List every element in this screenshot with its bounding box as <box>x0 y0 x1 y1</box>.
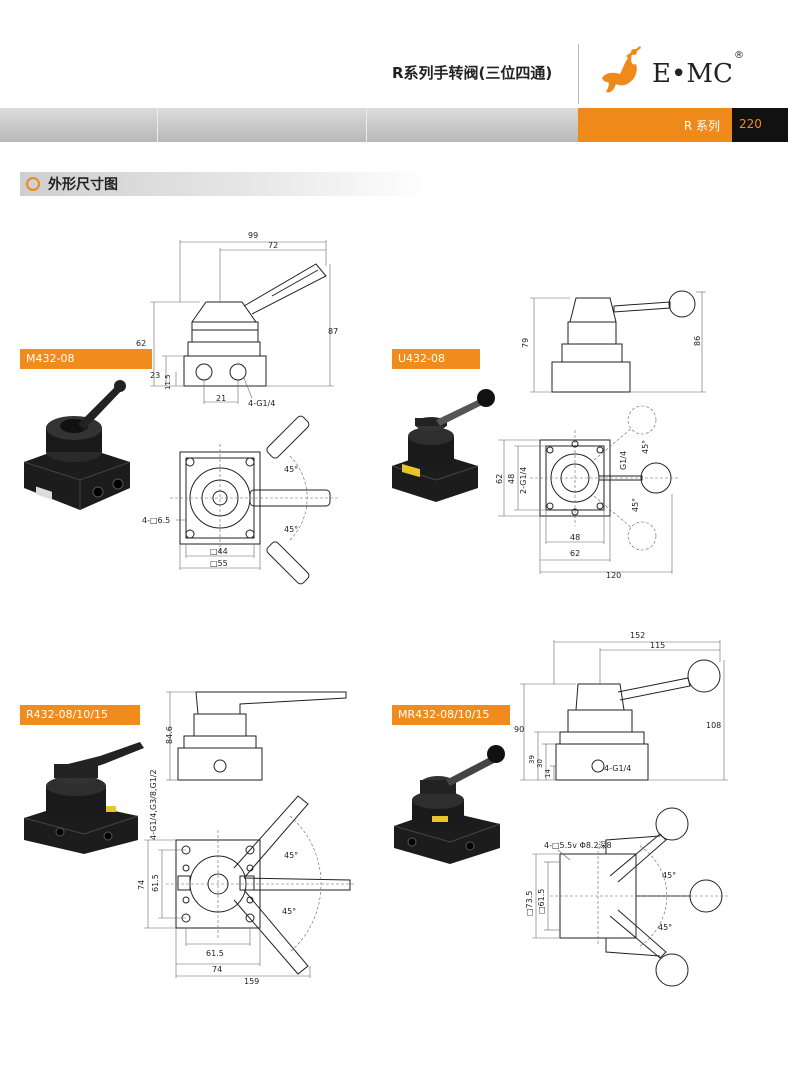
mount-holes: 4-□5.5v Φ8.2深8 <box>544 841 612 850</box>
dim-90: 90 <box>514 725 524 734</box>
series-label: R 系列 <box>683 119 720 133</box>
header-divider <box>578 44 579 104</box>
m432-top-view: 45° 45° 4-□6.5 □44 □55 <box>142 415 340 585</box>
dim-159: 159 <box>244 977 259 986</box>
dim-87: 87 <box>328 327 338 336</box>
angle-upper: 45° <box>284 465 298 474</box>
u432-product-photo <box>391 389 495 502</box>
dim-79: 79 <box>521 338 530 348</box>
model-tag-m432: M432-08 <box>20 349 152 369</box>
port-label: 4-G1/4 <box>248 399 275 408</box>
dim-21: 21 <box>216 394 226 403</box>
brand-name: E•MC <box>652 59 733 89</box>
dim-39: 39 <box>528 755 536 764</box>
band-divider <box>157 108 158 142</box>
section-bar <box>20 172 430 196</box>
mr432-side-view: 152 115 90 108 39 30 14 4-G1/4 <box>514 631 728 781</box>
circle-bullet-icon <box>26 177 40 191</box>
angle-lower: 45° <box>284 525 298 534</box>
dim-48: 48 <box>507 474 516 484</box>
port-g1-4: G1/4 <box>619 451 628 470</box>
page-number: 220 <box>739 117 762 131</box>
dim-sq55: □55 <box>210 559 228 568</box>
u432-side-view: 79 86 <box>521 290 706 393</box>
dim-62: 62 <box>495 474 504 484</box>
dim-74-w: 74 <box>212 965 222 974</box>
port-2-g1-4: 2-G1/4 <box>519 467 528 494</box>
dim-86: 86 <box>693 336 702 346</box>
dim-74-h: 74 <box>137 880 146 890</box>
dim-48-w: 48 <box>570 533 580 542</box>
mr432-top-view: 4-□5.5v Φ8.2深8 □73.5 □61.5 45° 45° <box>525 807 728 987</box>
model-tag-u432: U432-08 <box>392 349 480 369</box>
model-tag-mr432: MR432-08/10/15 <box>392 705 510 725</box>
dim-sq73-5: □73.5 <box>525 891 534 916</box>
dim-120: 120 <box>606 571 621 580</box>
model-tag-r432: R432-08/10/15 <box>20 705 140 725</box>
angle-lower: 45° <box>658 923 672 932</box>
angle-upper: 45° <box>284 851 298 860</box>
header-band <box>0 108 578 142</box>
mr432-product-photo <box>393 745 505 864</box>
mount-holes: 4-□6.5 <box>142 516 170 525</box>
dim-152: 152 <box>630 631 645 640</box>
emc-logo: E•MC ® <box>602 46 744 93</box>
dim-84-6: 84.6 <box>165 726 174 744</box>
dim-62-w: 62 <box>570 549 580 558</box>
dim-72: 72 <box>268 241 278 250</box>
dim-61-5-w: 61.5 <box>206 949 224 958</box>
angle-upper: 45° <box>662 871 676 880</box>
section-title: 外形尺寸图 <box>48 177 118 193</box>
u432-top-view: 62 48 2-G1/4 G1/4 45° 45° 48 62 120 <box>495 405 678 580</box>
page-number-box <box>732 108 788 142</box>
dim-30: 30 <box>536 759 544 768</box>
dim-62: 62 <box>136 339 146 348</box>
dim-23: 23 <box>150 371 160 380</box>
m432-product-photo <box>23 380 131 510</box>
series-tab <box>578 108 732 142</box>
dim-61-5-h: 61.5 <box>151 874 160 892</box>
dim-sq44: □44 <box>210 547 228 556</box>
horse-rider-icon <box>602 46 641 93</box>
page-title: R系列手转阀(三位四通) <box>392 64 553 82</box>
r432-side-view: 84.6 <box>165 691 347 781</box>
m432-side-view: 99 72 62 87 23 11.5 21 4-G1/4 <box>136 231 338 408</box>
dim-99: 99 <box>248 231 258 240</box>
band-divider <box>366 108 367 142</box>
dim-sq61-5: □61.5 <box>537 889 546 914</box>
port-label: 4-G1/4,G3/8,G1/2 <box>149 769 158 840</box>
angle-lower: 45° <box>631 498 640 512</box>
dim-14: 14 <box>544 769 552 778</box>
port-label: 4-G1/4 <box>604 764 631 773</box>
dim-11-5: 11.5 <box>164 374 172 390</box>
r432-product-photo <box>23 742 144 854</box>
registered-mark: ® <box>734 50 744 61</box>
dim-108: 108 <box>706 721 721 730</box>
angle-upper: 45° <box>641 440 650 454</box>
r432-top-view: 4-G1/4,G3/8,G1/2 74 61.5 45° 45° 61.5 74… <box>137 769 356 986</box>
angle-lower: 45° <box>282 907 296 916</box>
dim-115: 115 <box>650 641 665 650</box>
